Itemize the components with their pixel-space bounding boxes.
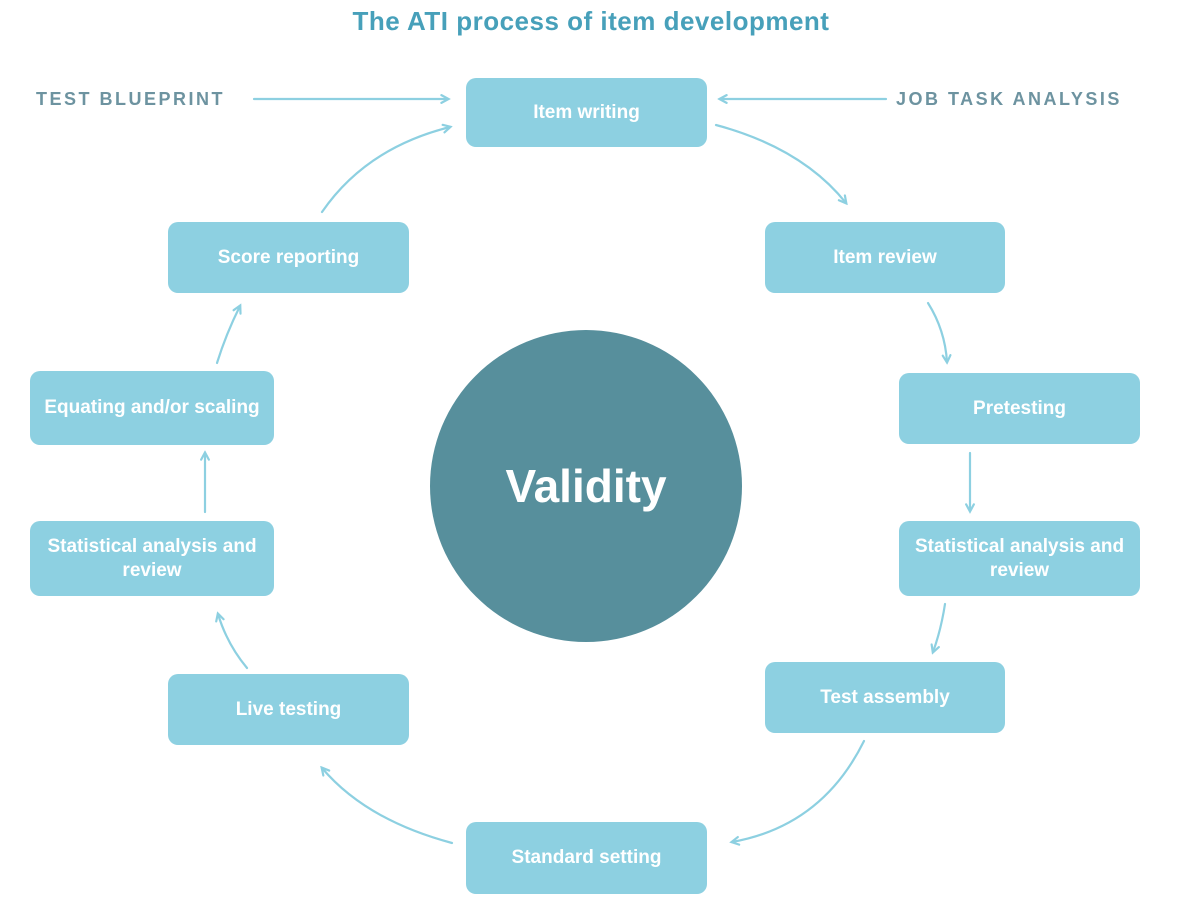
step-statistical-analysis-and-review-left: Statistical analysis and review xyxy=(30,521,274,596)
step-label: Equating and/or scaling xyxy=(44,397,260,419)
step-label: Standard setting xyxy=(511,847,662,869)
input-label-test-blueprint: TEST BLUEPRINT xyxy=(36,89,226,109)
step-test-assembly: Test assembly xyxy=(765,662,1005,733)
arrow-statistical-analysis-right-to-test-assembly xyxy=(933,602,947,652)
arrow-standard-setting-to-live-testing xyxy=(322,768,454,845)
arrow-live-testing-to-statistical-analysis-left xyxy=(218,614,249,670)
arrow-item-writing-to-item-review xyxy=(714,123,846,203)
step-score-reporting: Score reporting xyxy=(168,222,409,293)
step-standard-setting: Standard setting xyxy=(466,822,707,894)
step-pretesting: Pretesting xyxy=(899,373,1140,444)
arrow-test-assembly-to-standard-setting xyxy=(732,739,866,842)
step-item-writing: Item writing xyxy=(466,78,707,147)
step-label: Live testing xyxy=(235,698,342,720)
step-live-testing: Live testing xyxy=(168,674,409,745)
step-label: Statistical analysis and review xyxy=(914,535,1125,581)
step-label: Item review xyxy=(833,246,937,268)
validity-circle: Validity xyxy=(430,330,742,642)
step-item-review: Item review xyxy=(765,222,1005,293)
arrow-equating-to-score-reporting xyxy=(215,306,240,365)
step-equating-and-or-scaling: Equating and/or scaling xyxy=(30,371,274,445)
validity-label: Validity xyxy=(505,460,667,512)
step-label: Pretesting xyxy=(973,397,1066,419)
input-label-job-task-analysis: JOB TASK ANALYSIS xyxy=(896,89,1122,109)
diagram-title: The ATI process of item development xyxy=(352,6,830,36)
step-label: Item writing xyxy=(533,101,640,123)
step-label: Statistical analysis and review xyxy=(47,535,257,581)
step-label: Test assembly xyxy=(820,686,950,708)
step-statistical-analysis-and-review-right: Statistical analysis and review xyxy=(899,521,1140,596)
arrow-item-review-to-pretesting xyxy=(926,301,947,362)
step-label: Score reporting xyxy=(217,246,360,268)
arrow-score-reporting-to-item-writing xyxy=(320,127,450,214)
